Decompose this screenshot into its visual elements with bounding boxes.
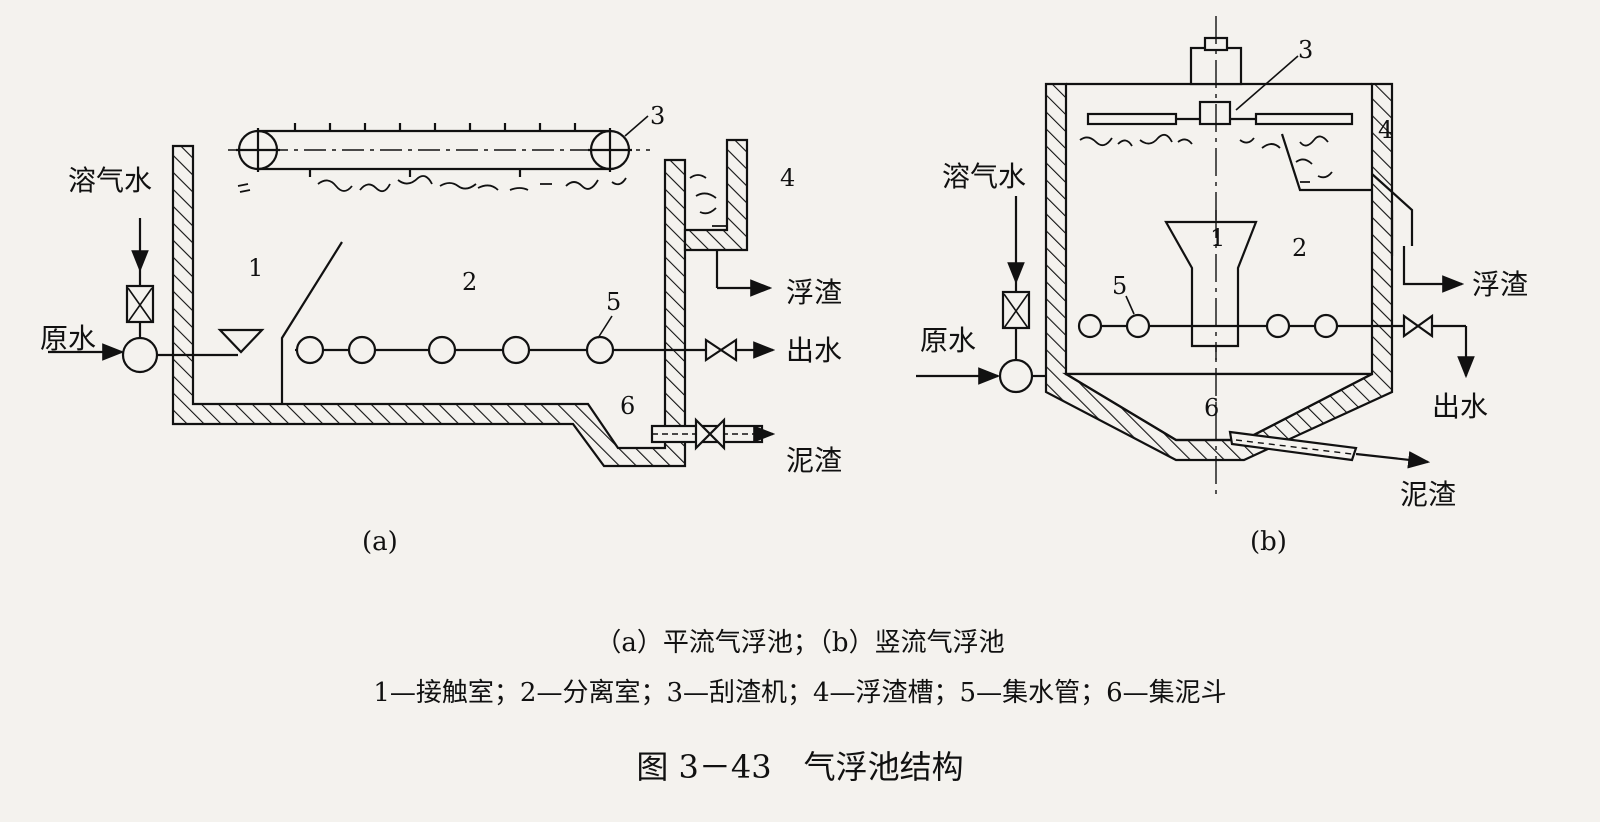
sludge-valve-a [694,417,726,451]
labels-b: 溶气水 原水 浮渣 出水 泥渣 1 2 3 4 5 6 (b) [920,36,1528,557]
sublabel-b: (b) [1250,527,1287,557]
scraper-arm-left-b [1086,112,1178,126]
label-raw-water-a: 原水 [40,322,96,355]
scum-layer-b [1079,133,1333,183]
label-scum-a: 浮渣 [786,276,842,309]
caption-legend: 1—接触室；2—分离室；3—刮渣机；4—浮渣槽；5—集水管；6—集泥斗 [373,678,1227,708]
mixer-a [121,336,159,374]
number-6-b: 6 [1204,394,1219,422]
labels-a: 溶气水 原水 浮渣 出水 泥渣 1 2 3 4 5 6 (a) [40,102,842,557]
figure-title: 图 3－43 气浮池结构 [636,748,964,786]
label-effluent-a: 出水 [786,334,842,367]
scraper-arm-right-b [1254,112,1354,126]
effluent-valve-b [1402,313,1434,339]
scum-layer-a [237,174,726,227]
label-air-water-b: 溶气水 [942,160,1026,193]
label-raw-water-b: 原水 [920,324,976,357]
caption-types: （a）平流气浮池；（b）竖流气浮池 [595,628,1005,658]
number-1-a: 1 [248,254,263,282]
label-air-water-a: 溶气水 [68,164,152,197]
number-4-a: 4 [780,164,795,192]
number-2-b: 2 [1292,234,1307,262]
baffle-a [280,241,343,404]
number-2-a: 2 [462,268,477,296]
diagram-b [916,16,1475,500]
inlet-nozzle-a [217,328,265,354]
label-effluent-b: 出水 [1432,390,1488,423]
number-6-a: 6 [620,392,635,420]
label-scum-b: 浮渣 [1472,268,1528,301]
tank-a-wall [171,144,687,468]
scum-trough-a [683,138,749,252]
effluent-valve-a [704,337,738,363]
number-3-a: 3 [650,102,665,130]
number-5-b: 5 [1112,272,1127,300]
sublabel-a: (a) [362,527,398,557]
sludge-pipe-b [1228,430,1358,462]
label-sludge-a: 泥渣 [786,444,842,477]
number-3-b: 3 [1298,36,1313,64]
number-5-a: 5 [606,288,621,316]
scum-scraper-a [228,115,650,177]
scum-outlet-arrow-b [1402,246,1465,293]
label-sludge-b: 泥渣 [1400,478,1456,511]
contact-funnel-b [1164,220,1258,348]
mixer-b [998,358,1034,394]
scum-chute-b [1280,133,1372,192]
number-1-b: 1 [1210,224,1225,252]
diagram-a [48,115,776,468]
number-4-b: 4 [1378,116,1393,144]
